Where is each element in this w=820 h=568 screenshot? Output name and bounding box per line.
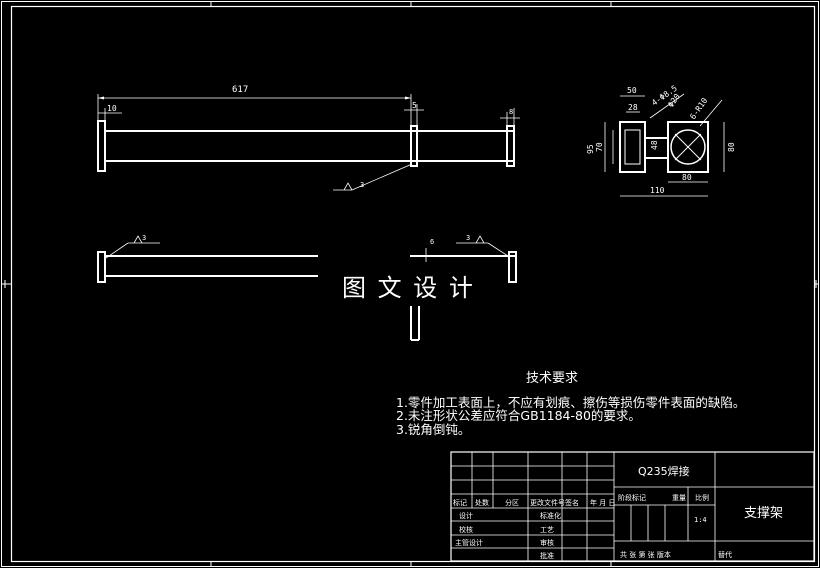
dim-617: 617 — [232, 85, 248, 95]
weld-label-left: 3 — [142, 234, 146, 242]
front-view — [97, 94, 520, 191]
dim-110: 110 — [650, 186, 665, 195]
role-label: 工艺 — [540, 526, 554, 534]
dim-80-horizontal: 80 — [682, 173, 692, 182]
tech-req-item: 3.锐角倒钝。 — [396, 422, 470, 437]
dim-8: 8 — [509, 108, 513, 116]
header-label: 分区 — [505, 498, 519, 507]
dim-50: 50 — [627, 86, 637, 95]
stage-label: 阶段标记 — [618, 493, 646, 502]
title-block-headers: 标记 处数 分区 更改文件号 签名 年 月 日 — [453, 498, 615, 507]
role-label: 批准 — [540, 551, 554, 560]
tech-req-item: 2.未注形状公差应符合GB1184-80的要求。 — [396, 408, 641, 423]
role-label: 审核 — [540, 538, 554, 547]
watermark-text: 图 文 设 计 — [342, 274, 475, 302]
dim-28: 28 — [628, 103, 638, 112]
dim-70: 70 — [595, 142, 604, 152]
header-label: 签名 — [565, 498, 579, 507]
plan-view — [97, 235, 517, 341]
dim-95: 95 — [586, 144, 595, 154]
role-label: 主管设计 — [455, 538, 483, 547]
role-label: 校核 — [459, 525, 473, 534]
role-labels: 设计 校核 主管设计 标准化 工艺 审核 批准 — [455, 511, 561, 560]
dim-5: 5 — [412, 101, 417, 110]
tech-req-title: 技术要求 — [526, 371, 578, 386]
title-block — [450, 451, 815, 562]
scale-value: 1:4 — [694, 516, 707, 524]
sheet-footer: 共 张 第 张 版本 — [620, 550, 671, 559]
weld-symbol-label: 3 — [360, 181, 364, 189]
section-view — [604, 93, 725, 197]
header-label: 处数 — [475, 498, 489, 507]
material-label: Q235焊接 — [638, 464, 690, 478]
stage-label: 比例 — [695, 493, 709, 502]
tech-req-item: 1.零件加工表面上，不应有划痕、擦伤等损伤零件表面的缺陷。 — [396, 395, 745, 410]
header-label: 更改文件号 — [530, 498, 565, 507]
dim-80-vertical: 80 — [727, 142, 736, 152]
role-label: 标准化 — [540, 511, 561, 520]
dim-10: 10 — [107, 104, 117, 113]
middle-plate — [410, 125, 418, 167]
left-end-plate — [97, 120, 106, 172]
header-label: 年 月 日 — [590, 498, 615, 507]
stage-label: 重量 — [672, 494, 686, 502]
header-label: 标记 — [453, 498, 467, 507]
sheet-footer-right: 替代 — [718, 550, 732, 559]
right-end-plate — [506, 125, 515, 167]
role-label: 设计 — [459, 511, 473, 520]
part-name: 支撑架 — [744, 506, 783, 521]
stage-labels: 阶段标记 重量 比例 — [618, 493, 709, 502]
watermark-bg — [318, 262, 498, 306]
dim-48: 48 — [650, 140, 659, 150]
weld-label-right: 3 — [466, 234, 470, 242]
dim-6: 6 — [430, 238, 434, 246]
